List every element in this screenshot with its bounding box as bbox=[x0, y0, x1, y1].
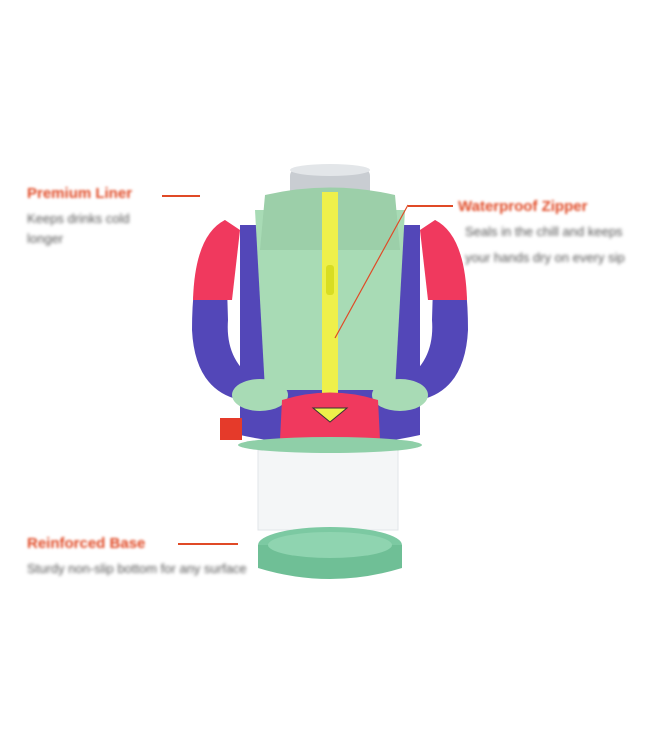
callout-desc-line: longer bbox=[27, 231, 64, 246]
callout-title: Premium Liner bbox=[27, 185, 133, 202]
callout-desc-line: Keeps drinks cold bbox=[27, 211, 130, 226]
callout-title: Reinforced Base bbox=[27, 535, 146, 552]
callout-waterproof-zipper: Waterproof Zipper bbox=[458, 198, 587, 216]
callout-title: Waterproof Zipper bbox=[458, 198, 588, 215]
leader-line bbox=[178, 543, 238, 545]
callout-desc-line: Seals in the chill and keeps bbox=[465, 224, 623, 239]
leader-line bbox=[162, 195, 200, 197]
callout-desc-line: Sturdy non-slip bottom for any surface bbox=[27, 561, 247, 576]
triangle-logo-icon bbox=[311, 407, 349, 423]
brand-tag-icon bbox=[220, 418, 242, 440]
callout-desc-line: your hands dry on every sip bbox=[465, 250, 625, 265]
callout-premium-liner: Premium Liner Keeps drinks cold longer bbox=[27, 185, 132, 249]
leader-line bbox=[408, 205, 453, 207]
callout-waterproof-zipper-desc: Seals in the chill and keeps your hands … bbox=[465, 222, 625, 268]
callout-reinforced-base: Reinforced Base Sturdy non-slip bottom f… bbox=[27, 535, 247, 579]
